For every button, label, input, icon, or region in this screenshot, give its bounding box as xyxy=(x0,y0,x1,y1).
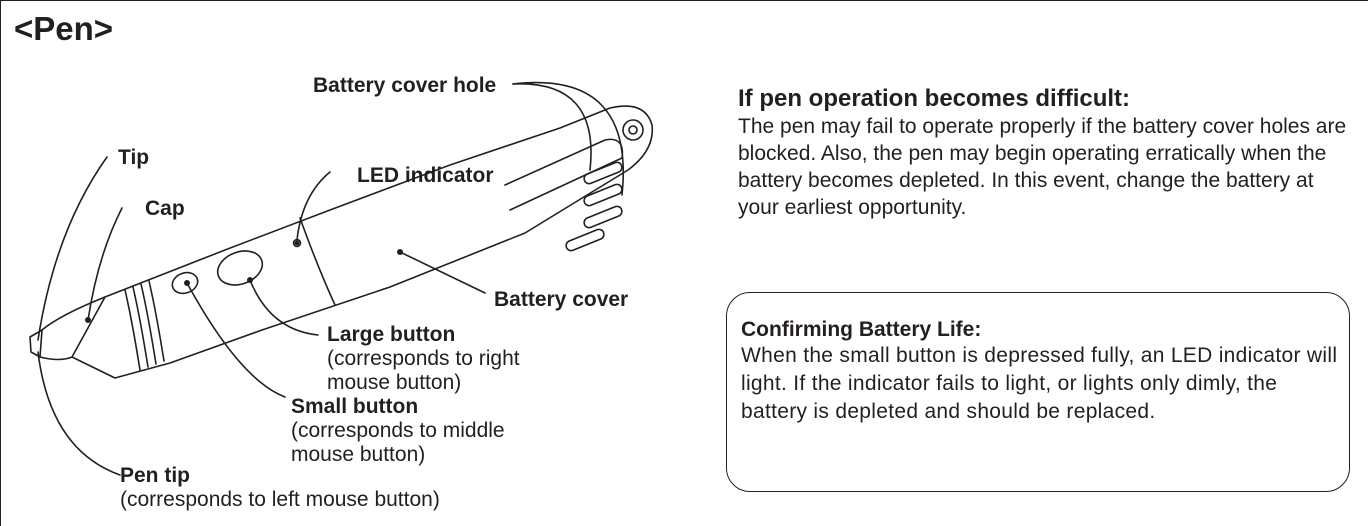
label-large-button: Large button (corresponds to right mouse… xyxy=(327,323,520,394)
battery-cover-hole-4 xyxy=(565,228,605,252)
battery-life-note-box xyxy=(726,292,1350,492)
label-tip: Tip xyxy=(118,146,150,169)
label-battery-cover: Battery cover xyxy=(494,288,629,311)
label-pen-tip: Pen tip (corresponds to left mouse butto… xyxy=(120,464,440,511)
info-heading: If pen operation becomes difficult: xyxy=(738,85,1131,112)
small-button-shape xyxy=(171,271,199,295)
battery-cover-hole-3 xyxy=(583,205,623,229)
pen-tip-shape xyxy=(29,329,43,358)
battery-cover-hole-1 xyxy=(583,161,623,185)
section-title: <Pen> xyxy=(14,10,114,47)
label-cap: Cap xyxy=(145,197,185,220)
leader-dots xyxy=(85,240,403,323)
battery-cover-hole-2 xyxy=(583,183,623,207)
pen-diagram xyxy=(29,81,654,476)
label-battery-cover-hole: Battery cover hole xyxy=(313,74,497,97)
note-heading: Confirming Battery Life: xyxy=(741,318,982,341)
pen-seam xyxy=(299,217,336,306)
label-small-button: Small button (corresponds to middle mous… xyxy=(291,395,505,466)
large-button-shape xyxy=(216,250,264,286)
label-led-indicator: LED indicator xyxy=(357,164,494,187)
info-body: The pen may fail to operate properly if … xyxy=(738,115,1347,219)
pen-eyelet xyxy=(622,119,644,141)
pen-nose xyxy=(39,296,106,361)
cap-rings xyxy=(124,280,165,371)
note-body: When the small button is depressed fully… xyxy=(741,344,1338,423)
